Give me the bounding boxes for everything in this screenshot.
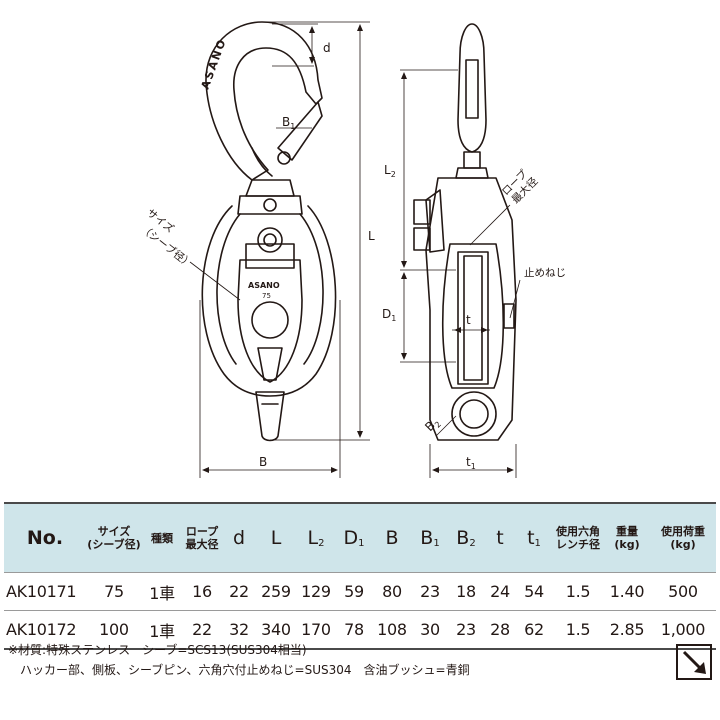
column-header: t <box>484 502 516 573</box>
table-cell: 75 <box>86 572 142 611</box>
column-header: t1 <box>516 502 552 573</box>
column-header: 種類 <box>142 502 182 573</box>
label-b: B <box>259 455 267 469</box>
table-cell: 23 <box>412 572 448 611</box>
column-header: No. <box>4 502 86 573</box>
part-number-cell: AK10172 <box>4 610 86 650</box>
table-cell: 340 <box>256 610 296 650</box>
label-t: t <box>466 313 471 327</box>
table-cell: 28 <box>484 610 516 650</box>
table-cell: 30 <box>412 610 448 650</box>
table-cell: 129 <box>296 572 336 611</box>
table-cell: 1.5 <box>552 572 604 611</box>
plate-brand-text: ASANO <box>248 281 280 290</box>
table-cell: 23 <box>448 610 484 650</box>
label-d1: D1 <box>382 307 396 323</box>
table-cell: 22 <box>222 572 256 611</box>
table-cell: 62 <box>516 610 552 650</box>
table-cell: 1.40 <box>604 572 650 611</box>
table-cell: 2.85 <box>604 610 650 650</box>
table-cell: 80 <box>372 572 412 611</box>
table-cell: 108 <box>372 610 412 650</box>
side-hook <box>457 23 487 153</box>
table-cell: 24 <box>484 572 516 611</box>
dimension-lines <box>189 21 521 478</box>
table-cell: 500 <box>650 572 716 611</box>
label-l2: L2 <box>384 163 396 179</box>
stop-screw <box>503 303 515 329</box>
column-header: 使用六角レンチ径 <box>552 502 604 573</box>
center-bore <box>251 301 289 339</box>
column-header: L2 <box>296 502 336 573</box>
label-d: d <box>323 41 331 55</box>
note-line-1: ※材質:特殊ステンレス シーブ=SCS13(SUS304相当) <box>8 643 307 657</box>
note-line-2: ハッカー部、側板、シーブピン、六角穴付止めねじ=SUS304 含油ブッシュ=青銅 <box>20 663 470 677</box>
column-header: d <box>222 502 256 573</box>
part-number-cell: AK10171 <box>4 572 86 611</box>
table-cell: 59 <box>336 572 372 611</box>
table-cell: 100 <box>86 610 142 650</box>
column-header: B <box>372 502 412 573</box>
table-cell: 22 <box>182 610 222 650</box>
table-cell: 1,000 <box>650 610 716 650</box>
column-header: 重量(kg) <box>604 502 650 573</box>
table-cell: 1車 <box>142 610 182 650</box>
material-notes: ※材質:特殊ステンレス シーブ=SCS13(SUS304相当) ハッカー部、側板… <box>8 640 470 680</box>
label-b1: B1 <box>282 115 295 131</box>
hook-outline <box>205 21 323 181</box>
column-header: サイズ(シーブ径) <box>86 502 142 573</box>
column-header: D1 <box>336 502 372 573</box>
side-view <box>413 23 517 441</box>
table-cell: 32 <box>222 610 256 650</box>
hook-brand-text: ASANO <box>199 36 230 91</box>
column-header: B2 <box>448 502 484 573</box>
column-header: L <box>256 502 296 573</box>
label-t1: t1 <box>466 455 476 471</box>
plate-number-text: 75 <box>262 292 271 300</box>
column-header: 使用荷重(kg) <box>650 502 716 573</box>
label-l: L <box>368 229 375 243</box>
front-view <box>201 21 337 442</box>
arrowheads <box>202 24 514 473</box>
diagonal-arrow-icon <box>676 644 712 680</box>
column-header: ロープ最大径 <box>182 502 222 573</box>
table-cell: 54 <box>516 572 552 611</box>
technical-drawing: d B1 L L2 D1 B B2 t t1 サイズ （シーブ径） ロープ 最大… <box>138 21 566 478</box>
table-cell: 78 <box>336 610 372 650</box>
column-header: B1 <box>412 502 448 573</box>
table-cell: 16 <box>182 572 222 611</box>
table-cell: 170 <box>296 610 336 650</box>
table-cell: 1.5 <box>552 610 604 650</box>
hook-latch <box>277 101 323 161</box>
table-cell: 1車 <box>142 572 182 611</box>
side-plate-outline <box>201 205 337 397</box>
table-cell: 18 <box>448 572 484 611</box>
table-cell: 259 <box>256 572 296 611</box>
label-stop-screw: 止めねじ <box>524 267 566 279</box>
